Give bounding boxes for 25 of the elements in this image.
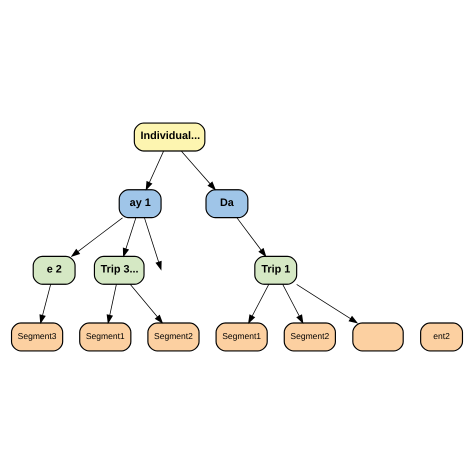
node-box: Trip 1 — [254, 256, 298, 285]
arrow — [296, 284, 358, 324]
node-box — [352, 322, 404, 352]
node-box: Segment2 — [147, 322, 200, 352]
arrow — [282, 284, 304, 324]
node-box: ay 1 — [118, 189, 162, 218]
arrow — [130, 284, 164, 324]
node-box: Segment2 — [284, 322, 336, 352]
node-box: Segment1 — [79, 322, 132, 352]
node-box: Trip 3... — [94, 256, 145, 285]
arrow — [248, 284, 270, 324]
arrow — [106, 284, 117, 324]
node-box: e 2 — [32, 256, 76, 285]
arrow — [70, 217, 123, 257]
node-box: Individual... — [134, 122, 206, 152]
node-box: Segment3 — [10, 322, 64, 352]
arrow — [181, 150, 216, 191]
arrow — [144, 218, 162, 271]
arrow — [122, 218, 136, 258]
node-box: Segment1 — [216, 322, 268, 352]
arrow — [39, 284, 51, 324]
arrow — [236, 218, 267, 258]
node-box: Da — [205, 189, 248, 218]
node-box: ent2 — [420, 322, 464, 352]
arrow — [146, 150, 164, 191]
